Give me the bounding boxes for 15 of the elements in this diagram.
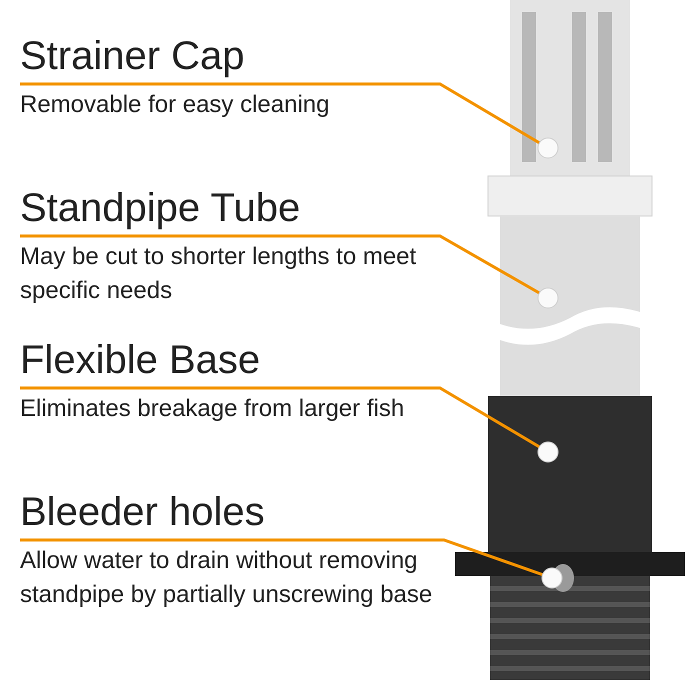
leader-line [20, 386, 558, 462]
standpipe-tube-drawing [500, 216, 640, 396]
leader-line [20, 82, 558, 158]
flexible-base-drawing [455, 396, 685, 680]
leader-line [20, 538, 562, 588]
strainer-cap-drawing [488, 0, 652, 216]
part-description: Removable for easy cleaning [20, 90, 331, 120]
part-heading: Flexible Base [20, 338, 262, 382]
part-description: May be cut to shorter lengths to meet specific needs [20, 242, 418, 306]
part-heading: Standpipe Tube [20, 186, 302, 230]
leader-line [20, 234, 558, 308]
part-description: Eliminates breakage from larger fish [20, 394, 406, 424]
part-heading: Strainer Cap [20, 34, 246, 78]
part-heading: Bleeder holes [20, 490, 266, 534]
part-description: Allow water to drain without removing standpipe by partially unscrewing base [20, 546, 434, 610]
